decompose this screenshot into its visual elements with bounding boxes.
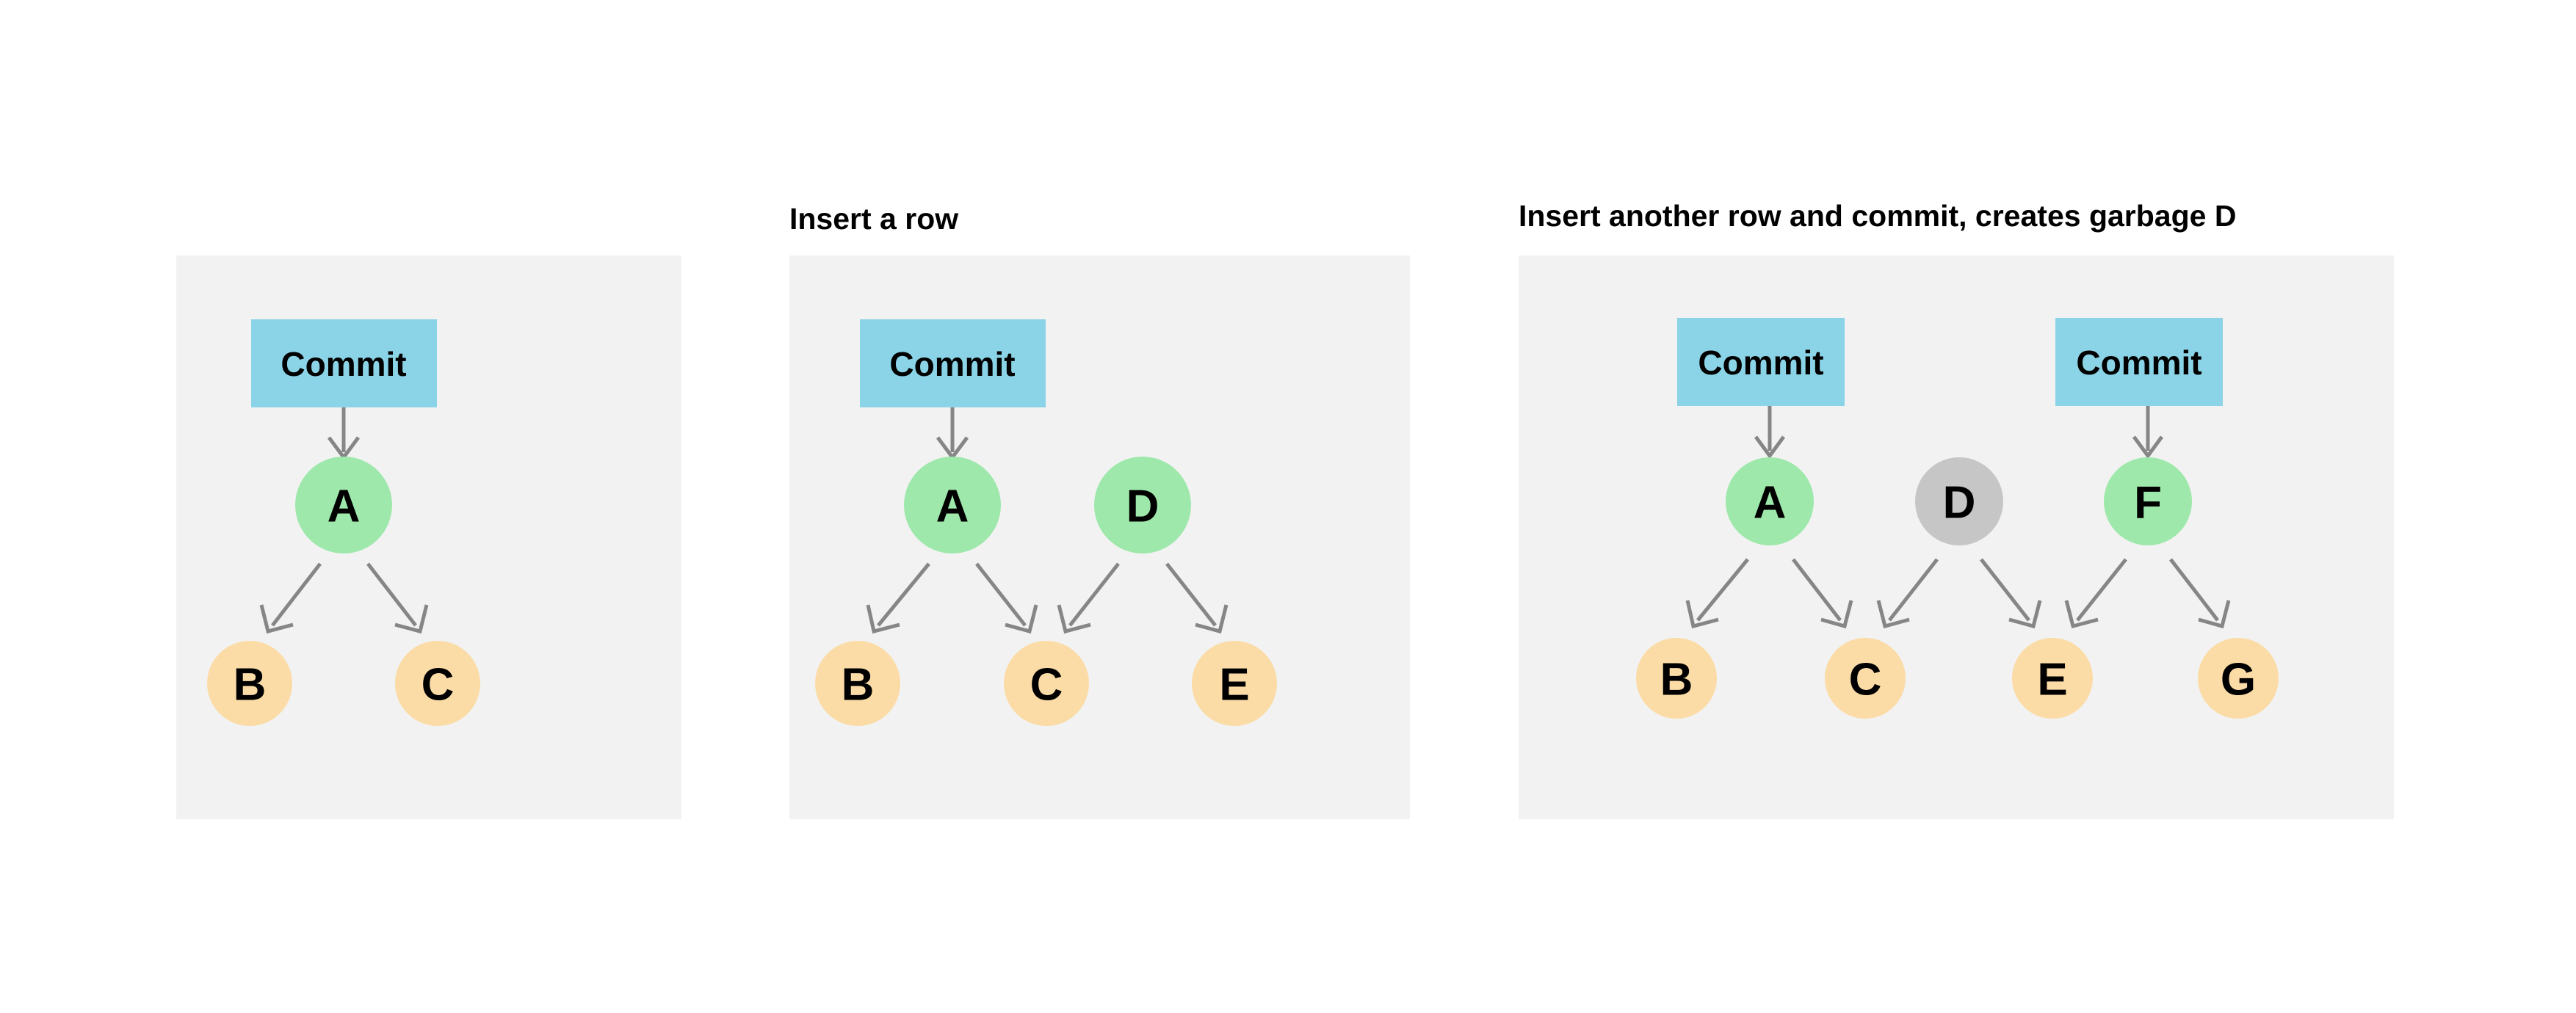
panel-3-graph: Commit Commit A D [1636, 318, 2279, 719]
edge-commit-to-a [327, 407, 361, 461]
node-f[interactable]: F [2104, 457, 2192, 545]
node-c-label: C [422, 660, 455, 711]
node-a-label: A [328, 482, 361, 532]
edge-f-to-g [2169, 558, 2231, 629]
panel-1-graph: Commit A B C [207, 319, 480, 726]
edge-d-to-e [1980, 558, 2042, 629]
node-b-label: B [842, 660, 875, 711]
panel-3-background: Commit Commit A D [1519, 255, 2394, 819]
node-a[interactable]: A [904, 457, 1001, 553]
node-a-label: A [936, 482, 969, 532]
node-b-label: B [1660, 655, 1693, 705]
node-d[interactable]: D [1094, 457, 1191, 553]
panel-2-graph: Commit A D B [815, 319, 1277, 726]
panel-initial-state: Commit A B C [176, 255, 681, 819]
node-c[interactable]: C [1825, 638, 1906, 719]
edge-a-to-b [866, 562, 930, 634]
commit-box-right-label: Commit [2076, 344, 2201, 382]
edge-a-to-c [366, 562, 429, 634]
edge-d-to-c [1876, 558, 1939, 629]
node-e-label: E [1219, 660, 1249, 711]
commit-box[interactable]: Commit [860, 319, 1046, 407]
panel-1-background: Commit A B C [176, 255, 681, 819]
panel-insert-a-row: Insert a row [789, 204, 1410, 819]
node-d-garbage[interactable]: D [1915, 457, 2003, 545]
node-b[interactable]: B [815, 641, 900, 726]
panel-insert-another-row: Insert another row and commit, creates g… [1519, 201, 2394, 819]
edge-a-to-c [975, 562, 1038, 634]
panel-2-title: Insert a row [789, 202, 959, 236]
node-b[interactable]: B [1636, 638, 1717, 719]
node-c-label: C [1849, 655, 1882, 705]
panel-2-background: Commit A D B [789, 255, 1410, 819]
node-a[interactable]: A [295, 457, 392, 553]
node-e[interactable]: E [1192, 641, 1277, 726]
node-a-label: A [1754, 478, 1787, 529]
commit-box-left[interactable]: Commit [1677, 318, 1845, 406]
edge-commit2-to-f [2132, 406, 2164, 460]
edge-f-to-e [2064, 558, 2127, 629]
node-g-label: G [2221, 655, 2256, 705]
node-e-label: E [2037, 655, 2067, 705]
commit-box-right[interactable]: Commit [2055, 318, 2223, 406]
node-d-label: D [1943, 478, 1976, 529]
panel-3-title: Insert another row and commit, creates g… [1519, 199, 2237, 233]
commit-box[interactable]: Commit [251, 319, 437, 407]
node-a[interactable]: A [1726, 457, 1814, 545]
edge-d-to-c [1057, 562, 1120, 634]
edge-a-to-b [1685, 558, 1749, 629]
edge-a-to-b [259, 562, 322, 634]
commit-box-label: Commit [889, 345, 1015, 383]
node-d-label: D [1126, 482, 1159, 532]
node-c-label: C [1030, 660, 1063, 711]
commit-box-label: Commit [281, 345, 406, 383]
node-b-label: B [234, 660, 267, 711]
edge-d-to-e [1165, 562, 1229, 634]
node-b[interactable]: B [207, 641, 292, 726]
edge-commit-to-a [936, 407, 969, 461]
node-e[interactable]: E [2012, 638, 2093, 719]
node-c[interactable]: C [395, 641, 480, 726]
node-g[interactable]: G [2198, 638, 2279, 719]
edge-a-to-c [1792, 558, 1853, 629]
node-f-label: F [2134, 478, 2162, 529]
commit-box-left-label: Commit [1698, 344, 1823, 382]
node-c[interactable]: C [1004, 641, 1089, 726]
edge-commit1-to-a [1754, 406, 1786, 460]
